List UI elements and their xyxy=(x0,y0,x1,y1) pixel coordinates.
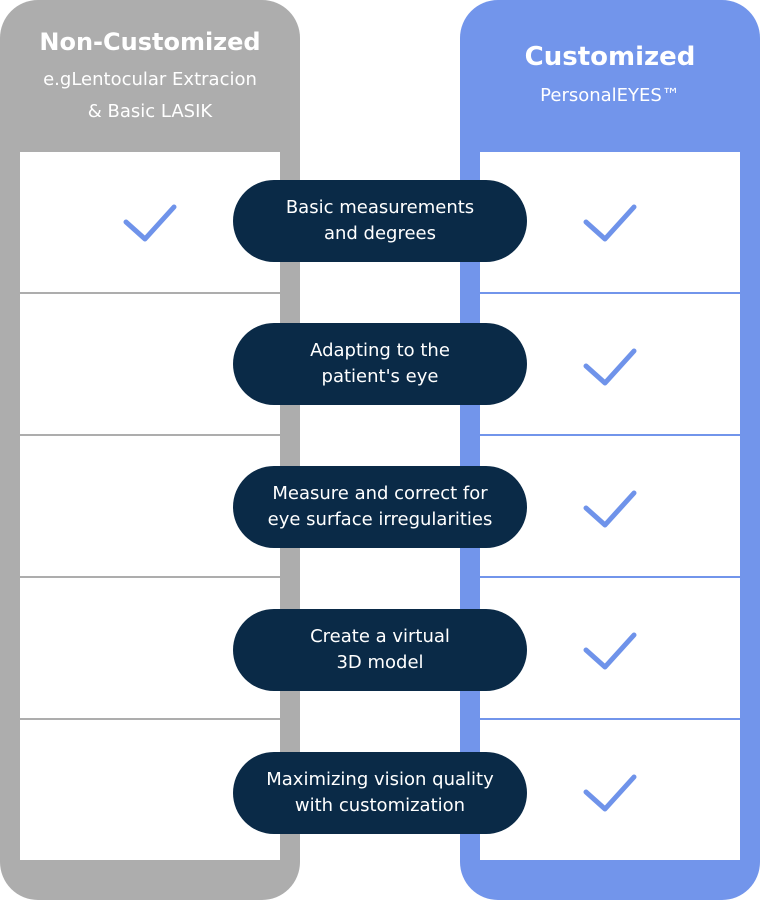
feature-line: 3D model xyxy=(336,652,424,673)
feature-pill-basic-measurements: Basic measurements and degrees xyxy=(233,180,527,262)
feature-pill-vision-quality: Maximizing vision quality with customiza… xyxy=(233,752,527,834)
customized-subtitle: PersonalEYES™ xyxy=(540,85,680,106)
feature-pill-text: Basic measurements and degrees xyxy=(286,195,474,247)
feature-line: with customization xyxy=(294,795,466,816)
feature-line: Adapting to the xyxy=(310,340,450,361)
non-customized-subtitle-line2: & Basic LASIK xyxy=(87,101,213,122)
check-icon xyxy=(580,628,640,672)
feature-line: eye surface irregularities xyxy=(267,509,493,530)
check-icon xyxy=(580,486,640,530)
feature-pill-text: Maximizing vision quality with customiza… xyxy=(266,767,494,819)
feature-pill-text: Adapting to the patient's eye xyxy=(310,338,450,390)
feature-line: and degrees xyxy=(323,223,437,244)
check-icon xyxy=(580,200,640,244)
feature-line: patient's eye xyxy=(321,366,439,387)
feature-pill-text: Measure and correct for eye surface irre… xyxy=(268,481,493,533)
feature-line: Create a virtual xyxy=(310,626,450,647)
non-customized-title: Non-Customized xyxy=(39,28,261,56)
feature-pill-surface-irregularities: Measure and correct for eye surface irre… xyxy=(233,466,527,548)
customized-title: Customized xyxy=(524,42,696,72)
check-icon xyxy=(580,770,640,814)
feature-line: Measure and correct for xyxy=(272,483,488,504)
feature-pill-text: Create a virtual 3D model xyxy=(310,624,450,676)
feature-pill-3d-model: Create a virtual 3D model xyxy=(233,609,527,691)
feature-pill-adapting: Adapting to the patient's eye xyxy=(233,323,527,405)
check-icon xyxy=(580,344,640,388)
non-customized-row-3 xyxy=(20,434,280,576)
non-customized-column: Non-Customized e.gLentocular Extracion &… xyxy=(0,0,300,900)
non-customized-subtitle: e.gLentocular Extracion & Basic LASIK xyxy=(0,64,300,128)
non-customized-subtitle-line1: e.gLentocular Extracion xyxy=(43,69,257,90)
feature-line: Basic measurements xyxy=(285,197,475,218)
check-icon xyxy=(120,200,180,244)
feature-line: Maximizing vision quality xyxy=(266,769,494,790)
